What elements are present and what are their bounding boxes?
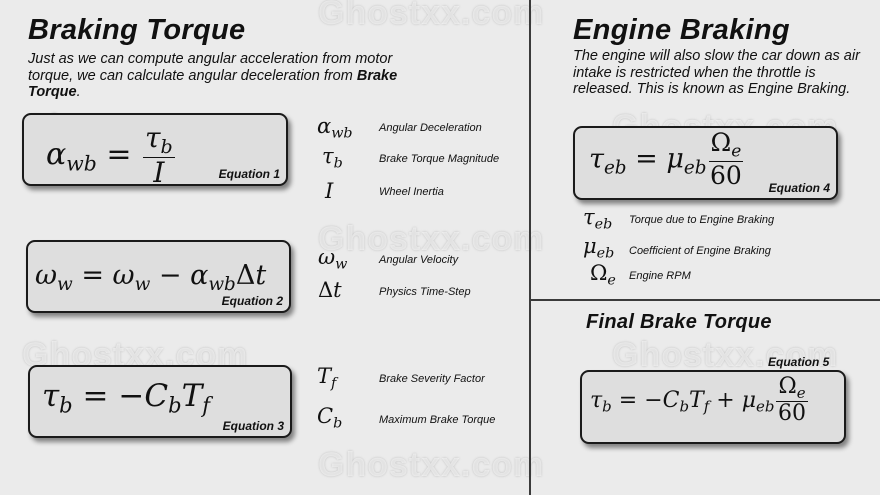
legend-desc: Physics Time-Step: [379, 286, 471, 298]
legend-desc: Brake Torque Magnitude: [379, 153, 500, 165]
legend-desc: Maximum Brake Torque: [379, 414, 496, 426]
equation-5-label: Equation 5: [768, 355, 830, 369]
watermark: Ghostxx.com: [318, 446, 545, 484]
horizontal-divider: [530, 299, 880, 301]
symbol-tau-b: τb: [322, 144, 343, 172]
equation-1-label: Equation 1: [218, 167, 280, 181]
legend-desc: Engine RPM: [629, 270, 691, 282]
equation-2-box: ωw = ωw − αwbΔt Equation 2: [26, 240, 291, 313]
final-brake-torque-title: Final Brake Torque: [586, 311, 772, 333]
braking-torque-title: Braking Torque: [28, 14, 246, 46]
symbol-alpha-wb: αwb: [317, 114, 353, 142]
equation-3-formula: τb = −CbTf: [42, 378, 211, 418]
symbol-i: I: [325, 179, 334, 203]
engine-braking-intro: The engine will also slow the car down a…: [573, 48, 860, 97]
legend-desc: Wheel Inertia: [379, 186, 444, 198]
legend-desc: Coefficient of Engine Braking: [629, 245, 771, 257]
legend-desc: Torque due to Engine Braking: [629, 214, 775, 226]
braking-torque-intro: Just as we can compute angular accelerat…: [28, 51, 428, 101]
intro-bold-text: Brake Torque: [28, 67, 398, 101]
symbol-t-f: Tf: [317, 364, 337, 392]
equation-2-label: Equation 2: [221, 294, 283, 308]
legend-desc: Angular Velocity: [379, 254, 459, 266]
legend-desc: Angular Deceleration: [379, 122, 482, 134]
intro-text: Just as we can compute angular accelerat…: [28, 51, 393, 84]
symbol-mu-eb: μeb: [583, 234, 615, 262]
intro-end: .: [76, 84, 81, 100]
equation-3-box: τb = −CbTf Equation 3: [28, 365, 292, 438]
symbol-delta-t: Δt: [318, 278, 342, 302]
symbol-omega-w: ωw: [318, 245, 348, 273]
symbol-c-b: Cb: [317, 404, 343, 432]
watermark: Ghostxx.com: [318, 0, 545, 32]
symbol-omega-e: Ωe: [590, 261, 616, 289]
vertical-divider: [529, 0, 531, 495]
equation-3-label: Equation 3: [222, 419, 284, 433]
equation-4-label: Equation 4: [768, 181, 830, 195]
symbol-tau-eb: τeb: [583, 205, 613, 233]
legend-desc: Brake Severity Factor: [379, 373, 485, 385]
equation-2-formula: ωw = ωw − αwbΔt: [35, 260, 267, 295]
engine-braking-title: Engine Braking: [573, 14, 790, 46]
